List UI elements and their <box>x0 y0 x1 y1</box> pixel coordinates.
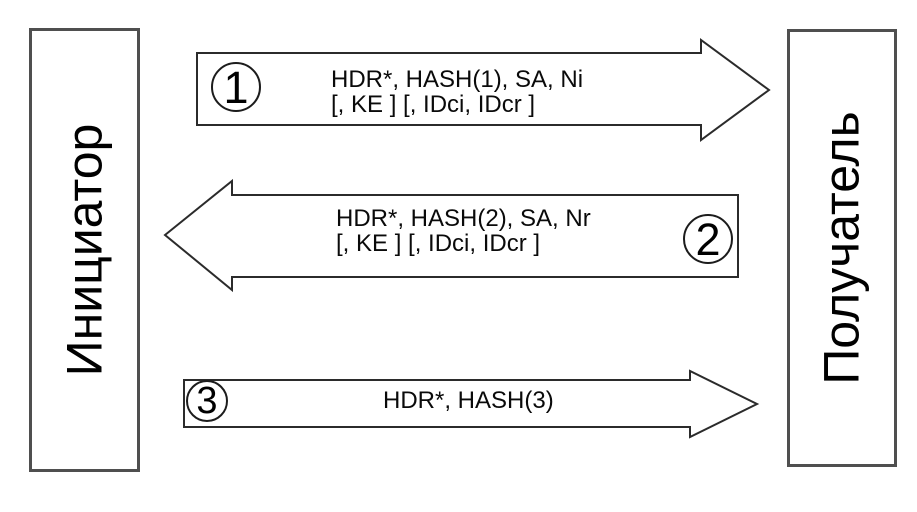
message-3-line-1: HDR*, HASH(3) <box>383 387 554 414</box>
step-3-badge: 3 <box>186 380 228 422</box>
message-1-line-2: [, KE ] [, IDci, IDcr ] <box>331 91 536 118</box>
step-1-badge: 1 <box>211 62 261 112</box>
step-2-number: 2 <box>695 214 721 265</box>
initiator-box: Инициатор <box>29 28 140 472</box>
receiver-box: Получатель <box>787 29 897 467</box>
message-2-left-arrow <box>163 178 739 293</box>
message-3-text: HDR*, HASH(3) <box>383 388 554 413</box>
message-2-line-1: HDR*, HASH(2), SA, Nr <box>336 205 591 232</box>
message-1-text: HDR*, HASH(1), SA, Ni [, KE ] [, IDci, I… <box>331 67 583 117</box>
step-1-number: 1 <box>223 62 249 113</box>
message-2-line-2: [, KE ] [, IDci, IDcr ] <box>336 230 541 257</box>
message-1-right-arrow <box>196 38 771 142</box>
message-3-right-arrow <box>183 369 760 439</box>
step-3-number: 3 <box>196 380 218 422</box>
step-2-badge: 2 <box>683 214 733 264</box>
message-1-line-1: HDR*, HASH(1), SA, Ni <box>331 66 584 93</box>
message-2-text: HDR*, HASH(2), SA, Nr [, KE ] [, IDci, I… <box>336 206 591 256</box>
